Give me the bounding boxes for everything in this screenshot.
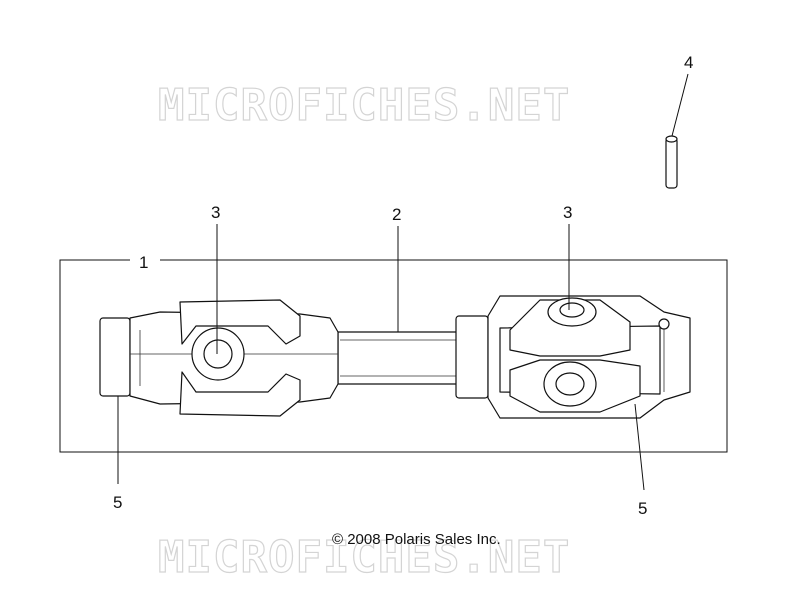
callout-2: 2 [392, 205, 401, 224]
pin-part [665, 135, 678, 189]
assembly-frame [59, 259, 728, 453]
watermark-top: MICROFICHES.NET [158, 80, 570, 131]
leader-line-5-right [634, 403, 645, 491]
leader-line-4 [671, 73, 689, 137]
center-shaft [337, 331, 459, 385]
callout-3-left: 3 [211, 203, 220, 222]
callout-5-left: 5 [113, 493, 122, 512]
callout-4: 4 [684, 53, 693, 72]
callout-3-right: 3 [563, 203, 572, 222]
callout-1: 1 [139, 253, 148, 272]
copyright-notice: © 2008 Polaris Sales Inc. [332, 531, 501, 548]
left-yoke-assembly [99, 299, 339, 417]
watermark-bottom: MICROFICHES.NET [158, 532, 570, 583]
callout-5-right: 5 [638, 499, 647, 518]
right-yoke-assembly [455, 295, 691, 419]
